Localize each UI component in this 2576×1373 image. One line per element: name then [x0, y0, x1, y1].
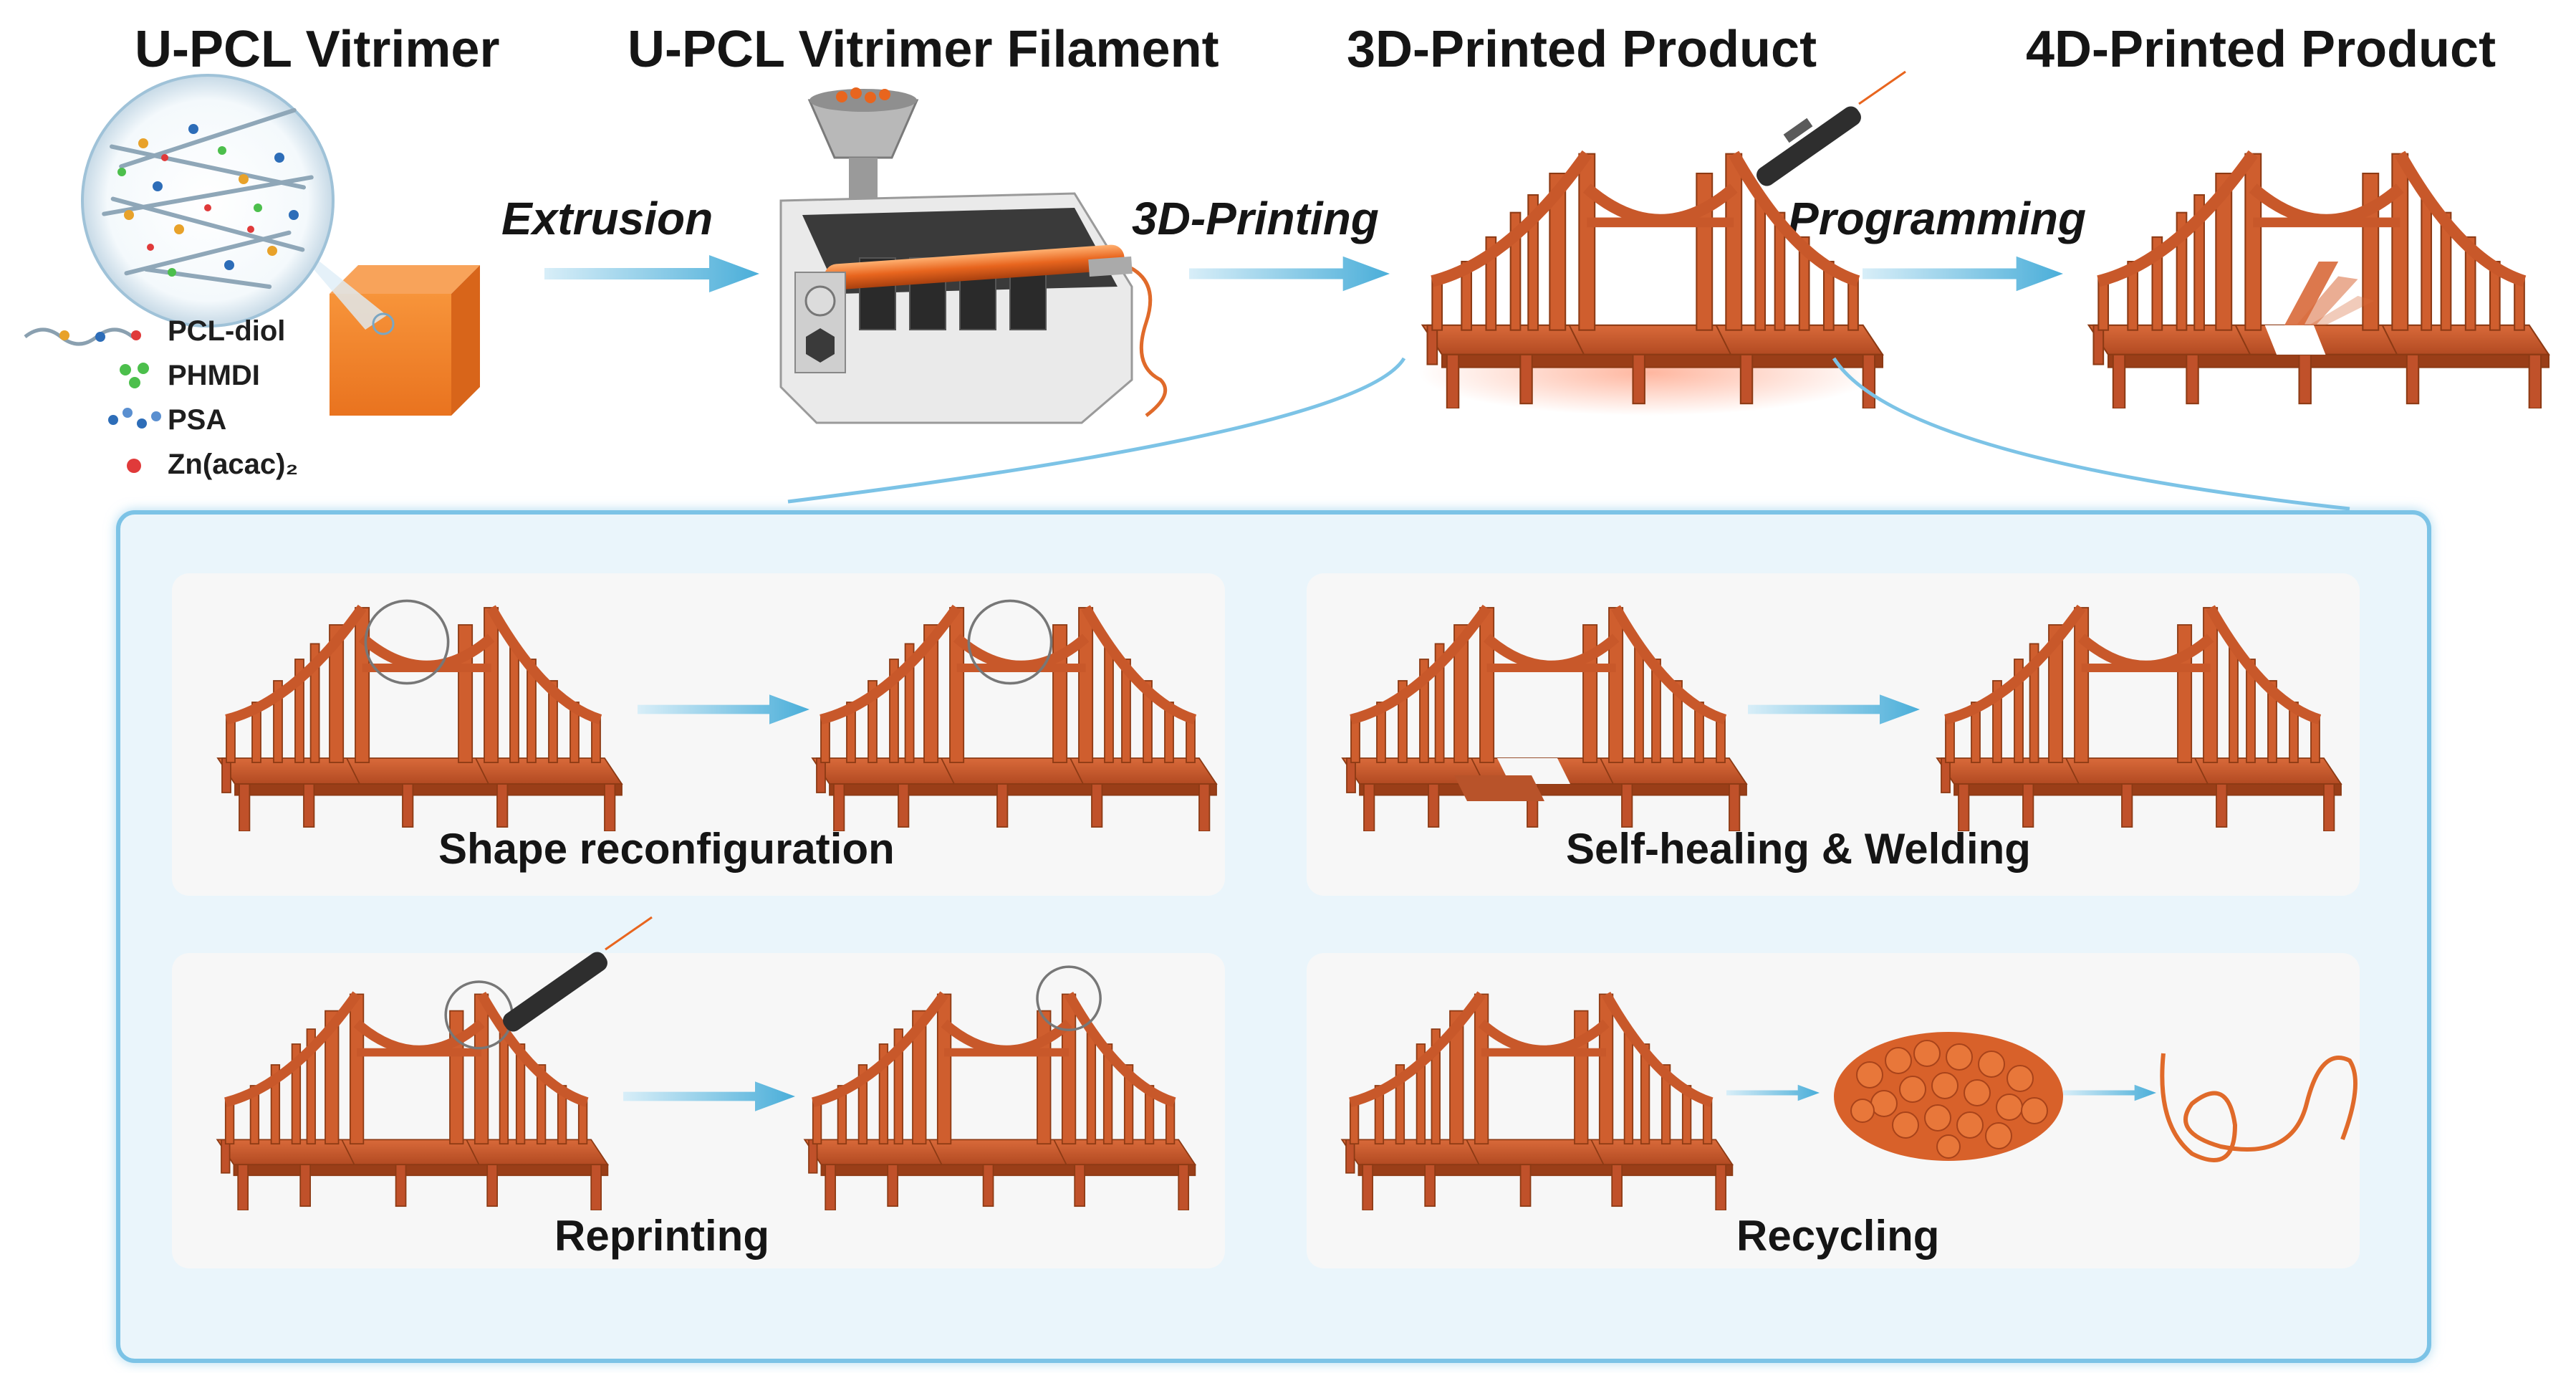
label-recycling: Recycling	[1736, 1212, 1940, 1260]
step-programming: Programming	[1788, 193, 2087, 244]
legend-phmdi: PHMDI	[168, 360, 260, 391]
phmdi-molecule-icon	[120, 363, 149, 388]
label-shape-reconfiguration: Shape reconfiguration	[438, 825, 895, 873]
title-4d-printed: 4D-Printed Product	[2026, 21, 2496, 78]
molecular-network-icon	[102, 107, 314, 290]
arrow-healing-icon	[1748, 694, 1920, 724]
3d-pen-icon	[1756, 70, 1906, 186]
legend-psa: PSA	[168, 404, 227, 436]
zinc-dot-icon	[127, 459, 141, 473]
step-extrusion: Extrusion	[501, 193, 713, 244]
vitrimer-cube	[330, 265, 480, 416]
title-vitrimer: U-PCL Vitrimer	[135, 21, 500, 78]
bridge-recycle-icon	[1325, 960, 1741, 1211]
step-3d-printing: 3D-Printing	[1132, 193, 1379, 244]
bridge-healed-icon	[1920, 573, 2350, 831]
title-3d-printed: 3D-Printed Product	[1347, 21, 1817, 78]
arrow-recycle-2-icon	[2063, 1084, 2156, 1101]
pellets-icon	[1834, 1032, 2063, 1161]
legend-pcl-diol: PCL-diol	[168, 315, 286, 347]
extruder-machine-illustration	[779, 87, 1168, 424]
label-reprinting: Reprinting	[554, 1212, 769, 1260]
programmed-deck-fold	[2264, 262, 2375, 355]
arrow-recycle-1-icon	[1726, 1084, 1820, 1101]
arrow-reprint-icon	[623, 1081, 795, 1111]
legend-zinc: Zn(acac)₂	[168, 449, 299, 480]
bridge-reprint-after-icon	[788, 965, 1203, 1211]
bridge-4d-printed-icon	[2056, 115, 2572, 408]
bridge-after-reconfig-icon	[795, 599, 1225, 831]
bridge-broken-icon	[1325, 573, 1755, 831]
molecular-network-bubble	[81, 74, 335, 327]
label-self-healing: Self-healing & Welding	[1566, 825, 2031, 873]
recycled-filament-icon	[2160, 1053, 2358, 1162]
psa-molecule-icon	[108, 408, 161, 429]
vitrimer-network-illustration	[81, 74, 480, 416]
reprint-pen-icon	[503, 916, 653, 1032]
arrow-shape-icon	[638, 694, 809, 724]
bridge-before-reconfig-icon	[201, 599, 630, 831]
pcl-diol-chain-icon	[24, 327, 141, 346]
title-filament: U-PCL Vitrimer Filament	[628, 21, 1219, 78]
